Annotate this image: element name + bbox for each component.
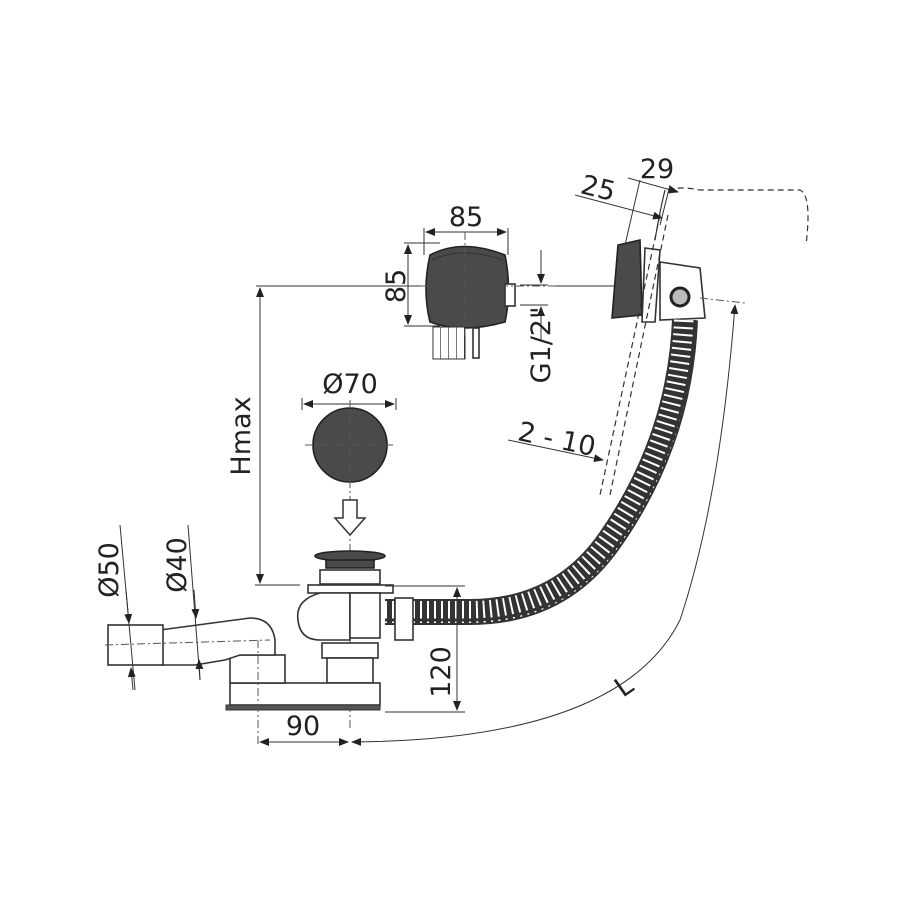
dimension-outlet-inner-diameter: Ø40 [162, 537, 193, 593]
dimension-fill-depth: 25 [578, 170, 619, 208]
dimension-wall-thickness: 2 - 10 [515, 416, 598, 463]
dimension-outlet-outer-diameter: Ø50 [94, 542, 125, 598]
down-arrow-icon [333, 499, 367, 537]
dimension-height-max: Hmax [226, 396, 257, 475]
dimension-thread: G1/2" [526, 307, 557, 384]
dimension-fill-depth-total: 29 [640, 154, 674, 185]
dimension-trap-height: 120 [426, 646, 457, 698]
dimension-outlet-offset: 90 [286, 711, 320, 742]
dimension-plug-diameter: Ø70 [322, 369, 378, 400]
dimension-overflow-width: 85 [449, 202, 483, 233]
